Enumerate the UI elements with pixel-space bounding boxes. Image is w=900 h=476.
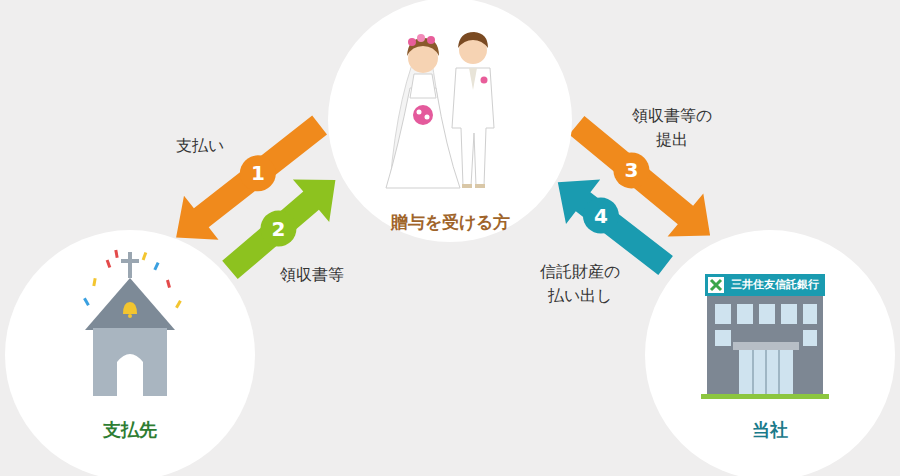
edge-label: 信託財産の 払い出し xyxy=(534,260,626,308)
callout-number: 1 xyxy=(251,161,265,185)
bank-circle: 当社 xyxy=(645,230,895,476)
callout-number: 4 xyxy=(594,204,608,228)
flow-arrow xyxy=(558,180,673,275)
building-sign: 三井住友信託銀行 xyxy=(731,278,819,292)
flow-arrow xyxy=(222,179,335,279)
step-badge xyxy=(260,211,296,247)
payee-circle: 支払先 xyxy=(5,230,255,476)
edge-label: 領収書等の 提出 xyxy=(626,104,718,152)
node-title: 当社 xyxy=(752,418,788,442)
flow-arrow xyxy=(569,116,710,237)
node-title: 支払先 xyxy=(103,418,157,442)
couple-illustration xyxy=(328,0,572,242)
step-badge xyxy=(583,198,619,234)
step-badge xyxy=(240,155,276,191)
step-badge xyxy=(613,152,649,188)
edge-label: 支払い xyxy=(160,134,240,158)
node-title: 贈与を受ける方 xyxy=(391,210,510,234)
recipient-circle: 贈与を受ける方 xyxy=(328,0,572,242)
callout-number: 2 xyxy=(271,217,285,241)
callout-number: 3 xyxy=(624,158,638,182)
edge-label: 領収書等 xyxy=(272,263,352,287)
